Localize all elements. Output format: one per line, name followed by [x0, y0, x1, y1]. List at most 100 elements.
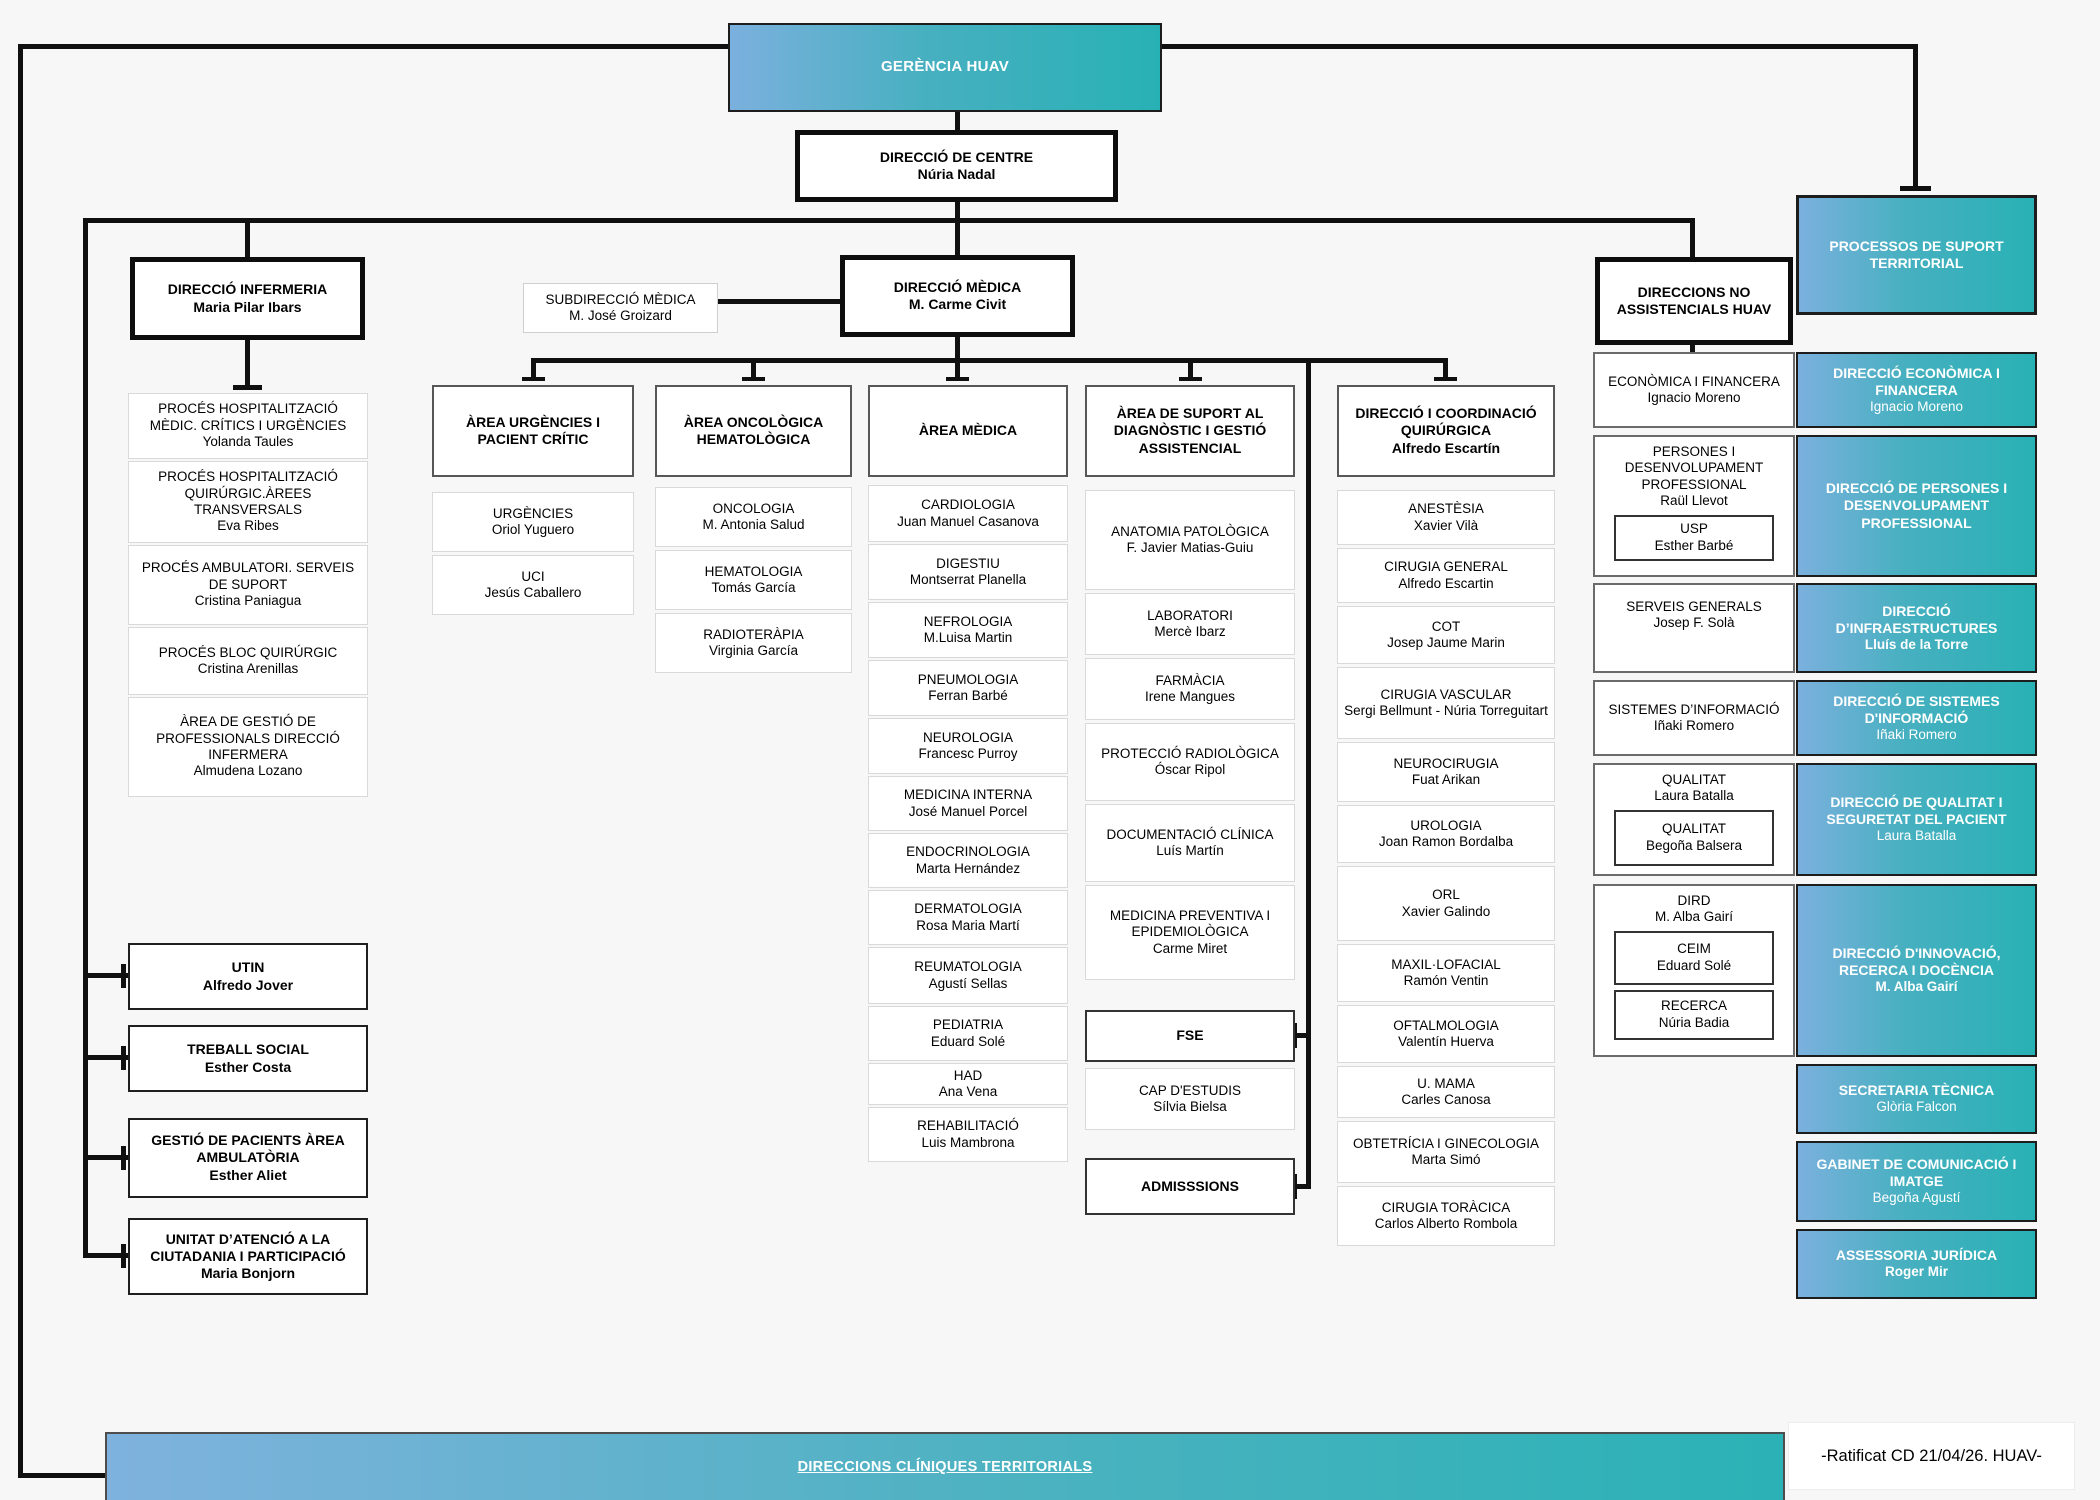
item-title: COT [1431, 618, 1461, 634]
column-urgencies-list: URGÈNCIES Oriol Yuguero UCI Jesús Caball… [432, 492, 634, 615]
item-name: Josep F. Solà [1653, 615, 1735, 631]
org-subitem: QUALITAT Begoña Balsera [1614, 809, 1774, 866]
item-name: Iñaki Romero [1653, 718, 1735, 733]
box-person: Alfredo Escartín [1391, 439, 1501, 456]
box-title: ÀREA DE SUPORT AL DIAGNÒSTIC I GESTIÓ AS… [1113, 405, 1267, 456]
item-name: Iñaki Romero [1876, 726, 1957, 742]
item-name: Núria Badia [1658, 1014, 1730, 1030]
connector [1913, 44, 1918, 190]
item-title: RECERCA [1660, 998, 1727, 1014]
item-title: USP [1680, 521, 1708, 537]
org-item: DIRECCIÓ DE QUALITAT I SEGURETAT DEL PAC… [1796, 763, 2037, 876]
org-item: ENDOCRINOLOGIA Marta Hernández [868, 833, 1068, 888]
org-item: DOCUMENTACIÓ CLÍNICA Luís Martín [1085, 804, 1295, 882]
item-name: Ignacio Moreno [1647, 390, 1741, 405]
item-name: Xavier Galindo [1401, 903, 1491, 919]
item-name: Esther Barbé [1654, 537, 1734, 553]
ratification-note: -Ratificat CD 21/04/26. HUAV- [1788, 1422, 2075, 1490]
box-person: Maria Bonjorn [200, 1265, 296, 1282]
item-title: ANESTÈSIA [1408, 501, 1484, 517]
item-title: ANATOMIA PATOLÒGICA [1111, 523, 1269, 539]
org-item: PROCÉS HOSPITALITZACIÓ MÈDIC. CRÍTICS I … [128, 393, 368, 459]
org-item: OFTALMOLOGIA Valentín Huerva [1337, 1005, 1555, 1063]
item-name: Glòria Falcon [1876, 1099, 1957, 1115]
box-title: UNITAT D’ATENCIÓ A LA CIUTADANIA I PARTI… [150, 1230, 346, 1264]
connector [1306, 358, 1311, 1189]
connector [83, 1055, 128, 1060]
connector [1188, 358, 1193, 379]
item-title: OBTETRÍCIA I GINECOLOGIA [1352, 1135, 1540, 1151]
item-title: SECRETARIA TÈCNICA [1838, 1082, 1995, 1099]
item-title: UCI [521, 568, 545, 584]
connector [946, 377, 969, 381]
item-name: Irene Mangues [1144, 689, 1236, 704]
item-name: M. Alba Gairí [1654, 909, 1734, 925]
item-name: Montserrat Planella [909, 572, 1027, 587]
org-item: HEMATOLOGIA Tomás García [655, 550, 852, 610]
org-item: U. MAMA Carles Canosa [1337, 1066, 1555, 1118]
column-oncologica-list: ONCOLOGIA M. Antonia Salud HEMATOLOGIA T… [655, 487, 852, 673]
box-title: ÀREA ONCOLÒGICA HEMATOLÒGICA [683, 413, 824, 447]
org-item: ANATOMIA PATOLÒGICA F. Javier Matias-Gui… [1085, 490, 1295, 590]
direccions-cliniques-territorials-link[interactable]: DIRECCIONS CLÍNIQUES TERRITORIALS [797, 1459, 1093, 1475]
item-name: Virginia García [708, 643, 799, 658]
item-name: Raül Llevot [1660, 493, 1728, 509]
org-item: DERMATOLOGIA Rosa Maria Martí [868, 890, 1068, 945]
item-title: CIRUGIA TORÀCICA [1381, 1199, 1511, 1215]
item-title: PNEUMOLOGIA [917, 671, 1019, 687]
org-item: MEDICINA PREVENTIVA I EPIDEMIOLÒGICA Car… [1085, 885, 1295, 980]
item-name: Xavier Vilà [1413, 517, 1479, 533]
box-direccions-no-assistencials: DIRECCIONS NO ASSISTENCIALS HUAV [1595, 257, 1793, 345]
item-name: Tomás García [711, 580, 796, 595]
org-item: REUMATOLOGIA Agustí Sellas [868, 947, 1068, 1004]
org-item: PNEUMOLOGIA Ferran Barbé [868, 660, 1068, 716]
box-admissions: ADMISSSIONS [1085, 1158, 1295, 1215]
org-item: GABINET DE COMUNICACIÓ I IMATGE Begoña A… [1796, 1141, 2037, 1222]
box-cap-estudis: CAP D'ESTUDIS Sílvia Bielsa [1085, 1068, 1295, 1130]
item-title: URGÈNCIES [492, 505, 574, 521]
item-name: Sílvia Bielsa [1153, 1099, 1227, 1114]
item-name: Laura Batalla [1876, 828, 1957, 844]
box-person: Esther Aliet [209, 1166, 287, 1183]
item-title: DIGESTIU [936, 555, 1000, 571]
item-name: M. Alba Gairí [1875, 979, 1958, 995]
connector [955, 337, 960, 360]
item-name: Carles Canosa [1401, 1092, 1491, 1107]
org-item: DIRECCIÓ ECONÒMICA I FINANCERA Ignacio M… [1796, 352, 2037, 428]
item-title: HEMATOLOGIA [704, 563, 803, 579]
item-title: HAD [953, 1067, 983, 1083]
item-name: Cristina Paniagua [194, 593, 302, 609]
connector [83, 218, 1695, 223]
org-item: ECONÒMICA I FINANCERA Ignacio Moreno [1593, 352, 1795, 428]
item-name: Ignacio Moreno [1869, 398, 1964, 414]
connector [955, 218, 960, 256]
connector [83, 973, 128, 978]
box-title: UTIN [231, 959, 265, 976]
org-item: NEUROLOGIA Francesc Purroy [868, 718, 1068, 774]
item-name: Roger Mir [1884, 1264, 1948, 1280]
item-name: Laura Batalla [1654, 788, 1734, 804]
item-name: Juan Manuel Casanova [897, 513, 1039, 529]
connector [531, 358, 536, 379]
box-person: Esther Costa [204, 1058, 292, 1075]
org-item: PROTECCIÓ RADIOLÒGICA Óscar Ripol [1085, 723, 1295, 801]
item-title: DOCUMENTACIÓ CLÍNICA [1106, 826, 1274, 842]
item-name: Oriol Yuguero [491, 522, 575, 537]
box-title: DIRECCIÓ I COORDINACIÓ QUIRÚRGICA [1355, 405, 1537, 439]
column-suport-list: ANATOMIA PATOLÒGICA F. Javier Matias-Gui… [1085, 490, 1295, 980]
connector [1434, 377, 1457, 381]
connector [955, 358, 960, 379]
item-name: Rosa Maria Martí [916, 917, 1020, 933]
item-name: Jesús Caballero [484, 585, 582, 600]
org-item: COT Josep Jaume Marin [1337, 606, 1555, 664]
box-title: DIRECCIÓ INFERMERIA [167, 281, 328, 298]
item-title: NEUROCIRUGIA [1393, 755, 1499, 771]
box-title: ADMISSSIONS [1140, 1177, 1239, 1194]
item-name: Fuat Arikan [1411, 772, 1481, 787]
item-name: Luís Martín [1156, 843, 1224, 858]
item-title: SISTEMES D’INFORMACIÓ [1608, 701, 1780, 717]
item-title: MEDICINA PREVENTIVA I EPIDEMIOLÒGICA [1109, 907, 1271, 940]
connector [1162, 44, 1918, 49]
column-quirurgica-list: ANESTÈSIA Xavier Vilà CIRUGIA GENERAL Al… [1337, 490, 1555, 1246]
org-item: PEDIATRIA Eduard Solé [868, 1006, 1068, 1061]
